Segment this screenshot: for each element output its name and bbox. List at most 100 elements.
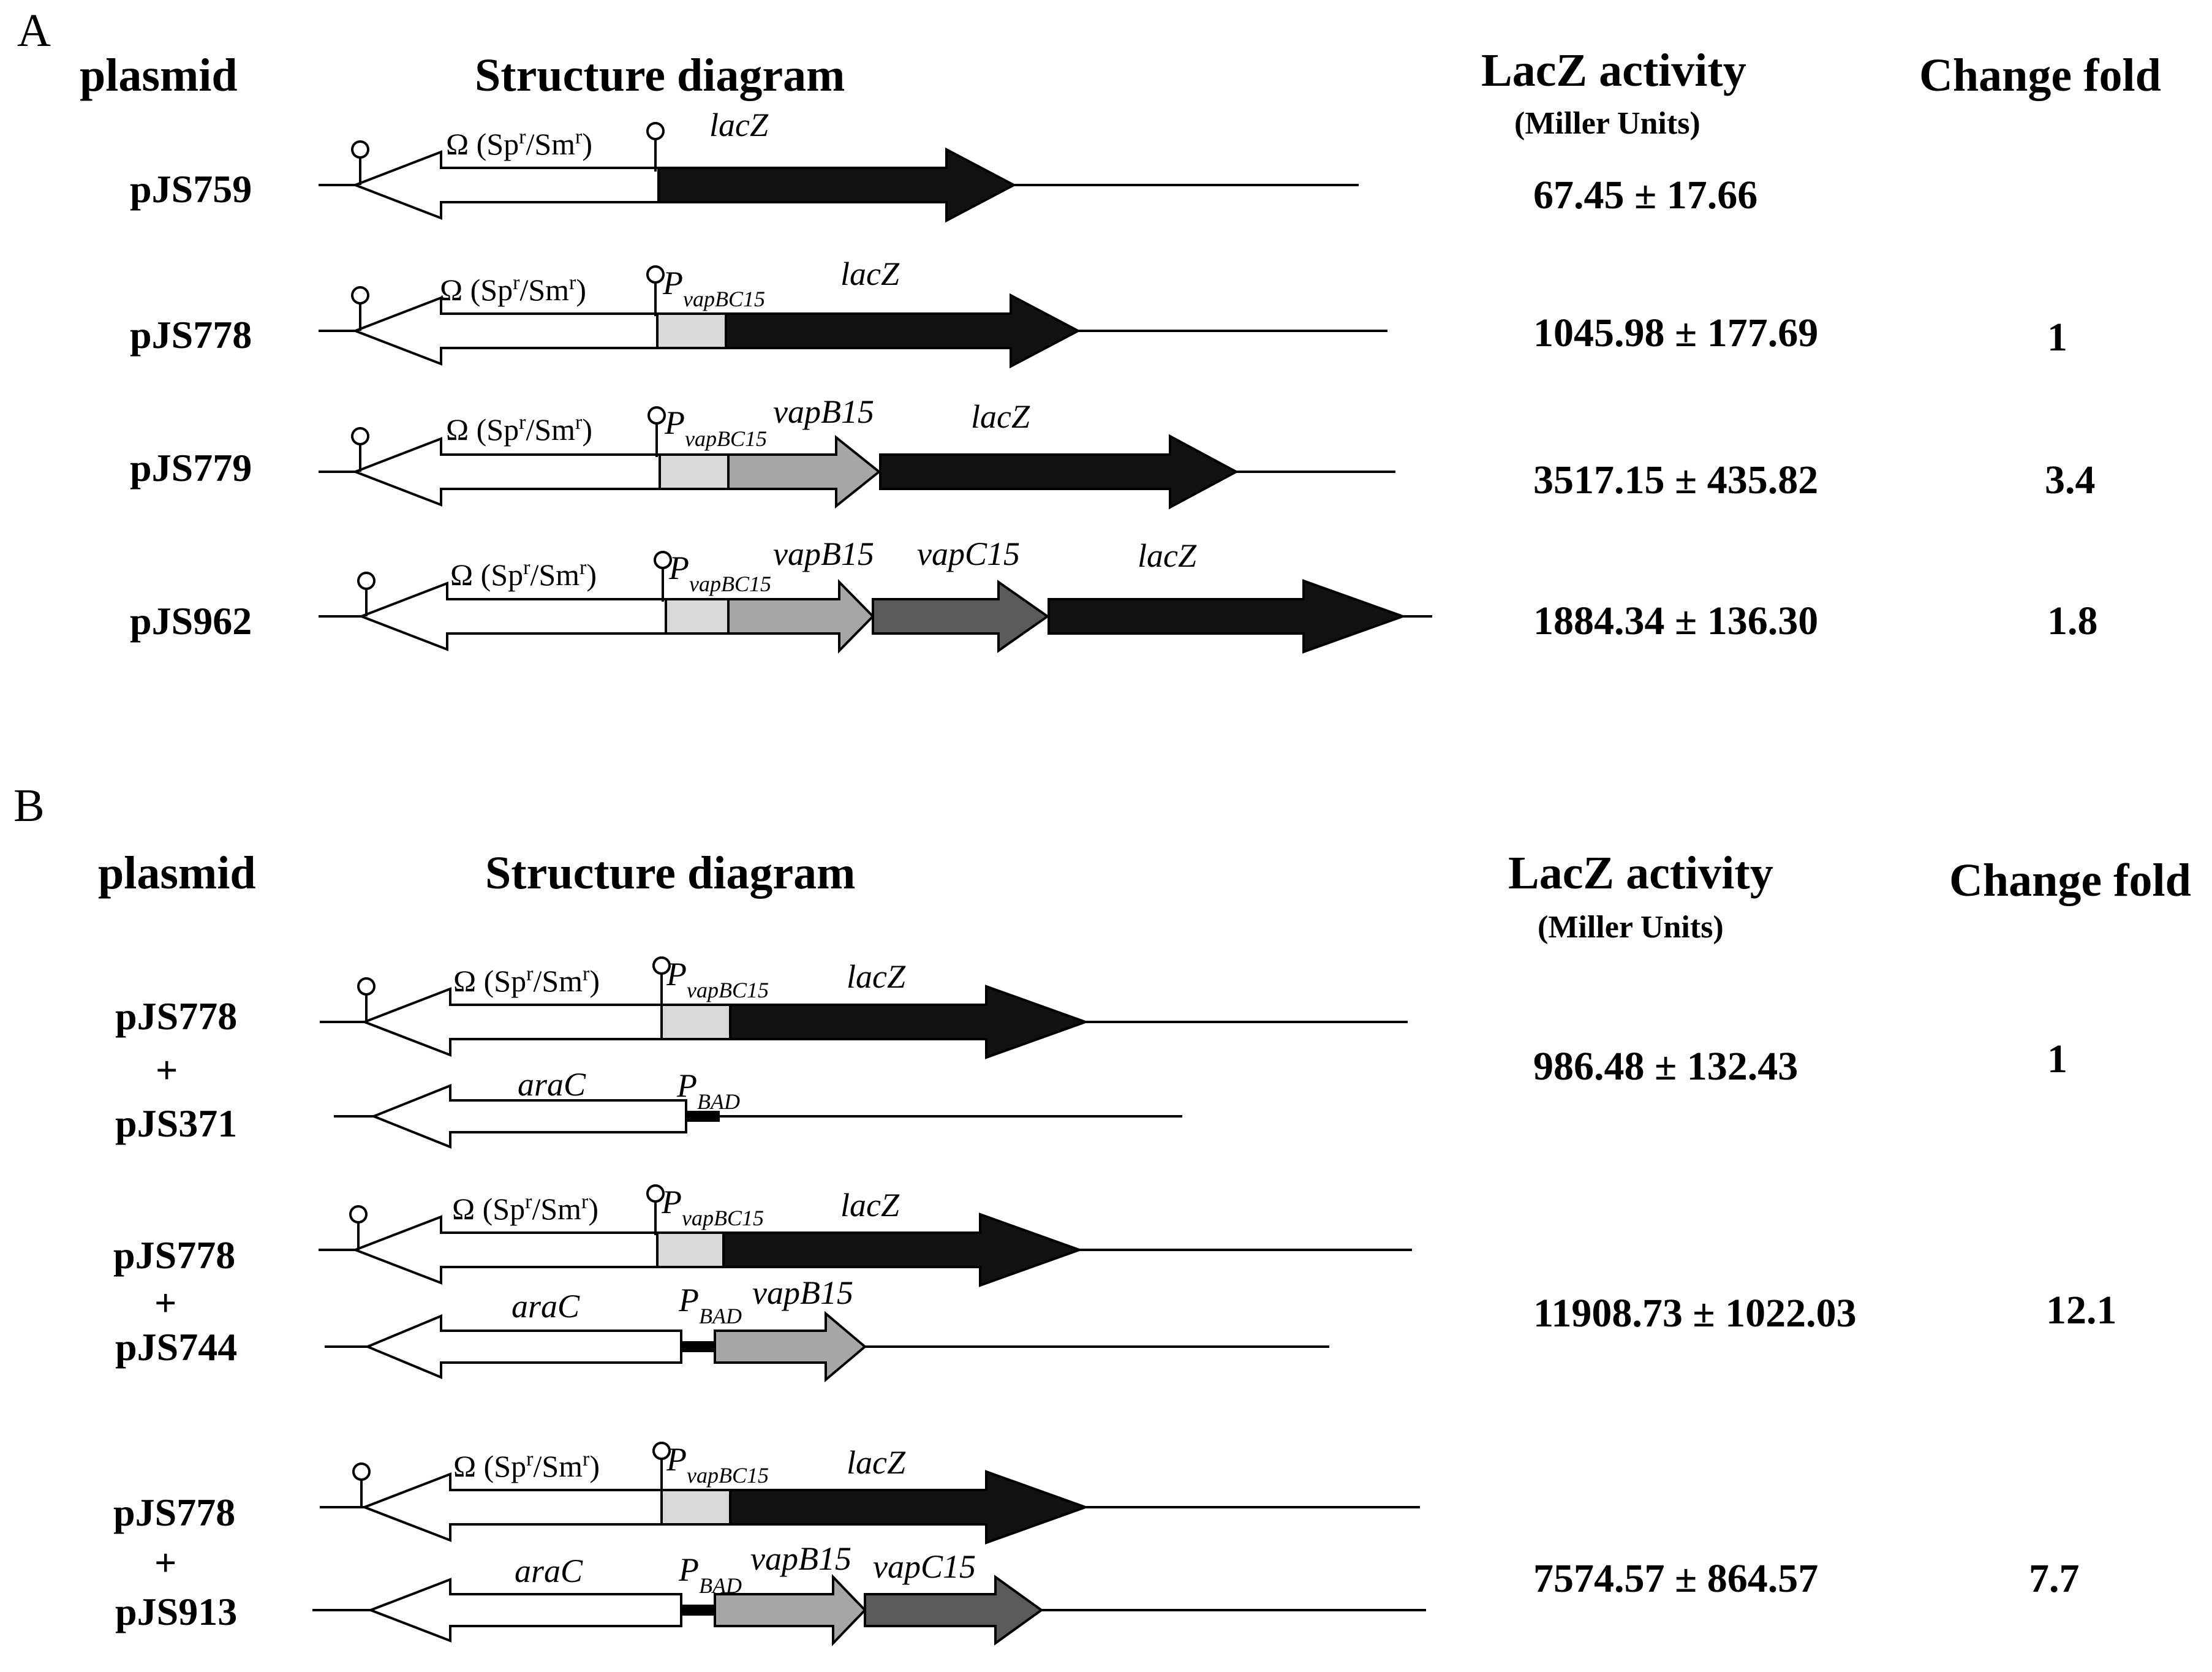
vapb15-arrow bbox=[727, 579, 875, 654]
fold-value: 12.1 bbox=[2046, 1288, 2117, 1333]
omega-resistance-arrow bbox=[352, 296, 659, 366]
terminator-icon bbox=[646, 265, 665, 316]
vapbc15-promoter-label: PvapBC15 bbox=[662, 265, 765, 311]
lacz-label: lacZ bbox=[1138, 537, 1197, 574]
terminator-icon bbox=[654, 551, 672, 602]
omega-label: Ω (Spr/Smr) bbox=[453, 1448, 600, 1484]
vapc15-arrow bbox=[864, 1575, 1044, 1646]
lacz-label: lacZ bbox=[840, 255, 900, 292]
omega-label: Ω (Spr/Smr) bbox=[440, 271, 586, 308]
pbad-promoter-label: PBAD bbox=[678, 1551, 742, 1598]
panel-a-row-2: pJS778 Ω (Spr/Smr) PvapBC15 lacZ 1045.98… bbox=[130, 255, 2067, 369]
omega-resistance-arrow bbox=[358, 581, 667, 651]
omega-resistance-arrow bbox=[361, 1472, 663, 1542]
omega-label: Ω (Spr/Smr) bbox=[446, 411, 592, 447]
lacz-label: lacZ bbox=[709, 107, 769, 143]
omega-label: Ω (Spr/Smr) bbox=[450, 556, 597, 592]
panel-a-row-3: pJS779 Ω (Spr/Smr) PvapBC15 vapB15 lacZ … bbox=[130, 393, 2096, 510]
arac-label: araC bbox=[515, 1553, 583, 1589]
terminator-icon bbox=[351, 286, 369, 331]
activity-value: 11908.73 ± 1022.03 bbox=[1533, 1291, 1857, 1336]
plasmid-top-label: pJS778 bbox=[113, 1233, 235, 1277]
vapb15-arrow bbox=[714, 1311, 867, 1383]
terminator-icon bbox=[652, 956, 671, 1007]
activity-value: 986.48 ± 132.43 bbox=[1533, 1044, 1798, 1089]
vapb15-label: vapB15 bbox=[750, 1540, 851, 1577]
panel-a-plasmid-header: plasmid bbox=[80, 50, 238, 101]
pbad-promoter-label: PBAD bbox=[676, 1067, 740, 1114]
terminator-icon bbox=[349, 1205, 368, 1250]
vapbc15-promoter-box bbox=[660, 1004, 731, 1040]
terminator-icon bbox=[646, 122, 665, 172]
terminator-icon bbox=[357, 572, 376, 616]
lacz-arrow bbox=[722, 1212, 1083, 1287]
omega-resistance-arrow bbox=[352, 150, 660, 220]
plasmid-bottom-label: pJS371 bbox=[115, 1102, 237, 1145]
plasmid-label: pJS779 bbox=[130, 446, 252, 490]
terminator-icon bbox=[351, 140, 369, 185]
lacz-arrow bbox=[729, 1470, 1089, 1545]
panel-b-activity-unit: (Miller Units) bbox=[1538, 910, 1724, 945]
fold-value: 1 bbox=[2047, 1037, 2067, 1081]
fold-value: 3.4 bbox=[2045, 458, 2096, 502]
plasmid-label: pJS962 bbox=[130, 599, 252, 643]
vapbc15-promoter-label: PvapBC15 bbox=[664, 404, 767, 451]
panel-b-plasmid-header: plasmid bbox=[98, 847, 256, 899]
vapbc15-promoter-label: PvapBC15 bbox=[666, 1441, 769, 1488]
lacz-arrow bbox=[879, 434, 1239, 510]
vapb15-arrow bbox=[714, 1574, 867, 1646]
panel-b-fold-header: Change fold bbox=[1949, 855, 2191, 906]
vapc15-label: vapC15 bbox=[873, 1548, 976, 1585]
terminator-icon bbox=[647, 406, 666, 457]
plasmid-bottom-label: pJS913 bbox=[115, 1590, 237, 1633]
vapbc15-promoter-label: PvapBC15 bbox=[666, 956, 769, 1002]
omega-resistance-arrow bbox=[361, 987, 663, 1057]
vapbc15-promoter-label: PvapBC15 bbox=[668, 550, 771, 596]
panel-a-fold-header: Change fold bbox=[1919, 50, 2161, 101]
fold-value: 7.7 bbox=[2029, 1556, 2080, 1601]
panel-a-activity-header: LacZ activity bbox=[1481, 45, 1746, 96]
plasmid-label: pJS759 bbox=[130, 167, 252, 211]
panel-b-activity-header: LacZ activity bbox=[1508, 847, 1773, 899]
arac-arrow bbox=[367, 1578, 682, 1643]
terminator-icon bbox=[352, 1462, 371, 1507]
activity-value: 67.45 ± 17.66 bbox=[1533, 173, 1757, 218]
pbad-promoter-box bbox=[681, 1341, 715, 1352]
panel-b-structure-header: Structure diagram bbox=[485, 847, 855, 899]
panel-a: A plasmid Structure diagram LacZ activit… bbox=[17, 5, 2161, 654]
lacz-label: lacZ bbox=[840, 1187, 900, 1224]
panel-b-row-2: pJS778 + pJS744 Ω (Spr/Smr) PvapBC15 lac… bbox=[113, 1184, 2117, 1383]
terminator-icon bbox=[646, 1184, 665, 1235]
lacz-arrow bbox=[1047, 579, 1406, 654]
arac-label: araC bbox=[518, 1066, 586, 1103]
arac-arrow bbox=[370, 1084, 687, 1149]
vapbc15-promoter-box bbox=[660, 1489, 731, 1526]
panel-a-row-4: pJS962 Ω (Spr/Smr) PvapBC15 vapB15 vapC1… bbox=[130, 535, 2098, 654]
panel-b-row-3: pJS778 + pJS913 Ω (Spr/Smr) PvapBC15 lac… bbox=[113, 1441, 2080, 1646]
panel-b-row-1: pJS778 + pJS371 Ω (Spr/Smr) PvapBC15 lac… bbox=[115, 956, 2067, 1149]
vapc15-arrow bbox=[872, 580, 1050, 653]
vapbc15-promoter-box bbox=[656, 1231, 725, 1268]
omega-resistance-arrow bbox=[352, 437, 661, 507]
plus-sign: + bbox=[154, 1541, 176, 1584]
lacz-label: lacZ bbox=[847, 1444, 906, 1481]
panel-a-row-1: pJS759 Ω (Spr/Smr) lacZ 67.45 ± 17.66 bbox=[130, 107, 1757, 223]
vapbc15-promoter-box bbox=[665, 598, 730, 635]
pbad-promoter-box bbox=[681, 1605, 715, 1616]
lacz-label: lacZ bbox=[971, 398, 1030, 435]
vapbc15-promoter-box bbox=[656, 312, 727, 349]
activity-value: 3517.15 ± 435.82 bbox=[1533, 458, 1818, 502]
lacz-arrow bbox=[657, 147, 1017, 223]
omega-label: Ω (Spr/Smr) bbox=[452, 1190, 598, 1227]
plasmid-label: pJS778 bbox=[130, 313, 252, 357]
fold-value: 1.8 bbox=[2047, 599, 2098, 643]
panel-a-activity-unit: (Miller Units) bbox=[1514, 106, 1701, 141]
arac-arrow bbox=[364, 1314, 682, 1379]
vapb15-label: vapB15 bbox=[752, 1274, 853, 1311]
plasmid-top-label: pJS778 bbox=[115, 994, 237, 1038]
panel-b: B plasmid Structure diagram LacZ activit… bbox=[13, 780, 2191, 1646]
omega-resistance-arrow bbox=[352, 1215, 659, 1285]
vapc15-label: vapC15 bbox=[917, 535, 1020, 572]
vapbc15-promoter-box bbox=[659, 453, 730, 490]
